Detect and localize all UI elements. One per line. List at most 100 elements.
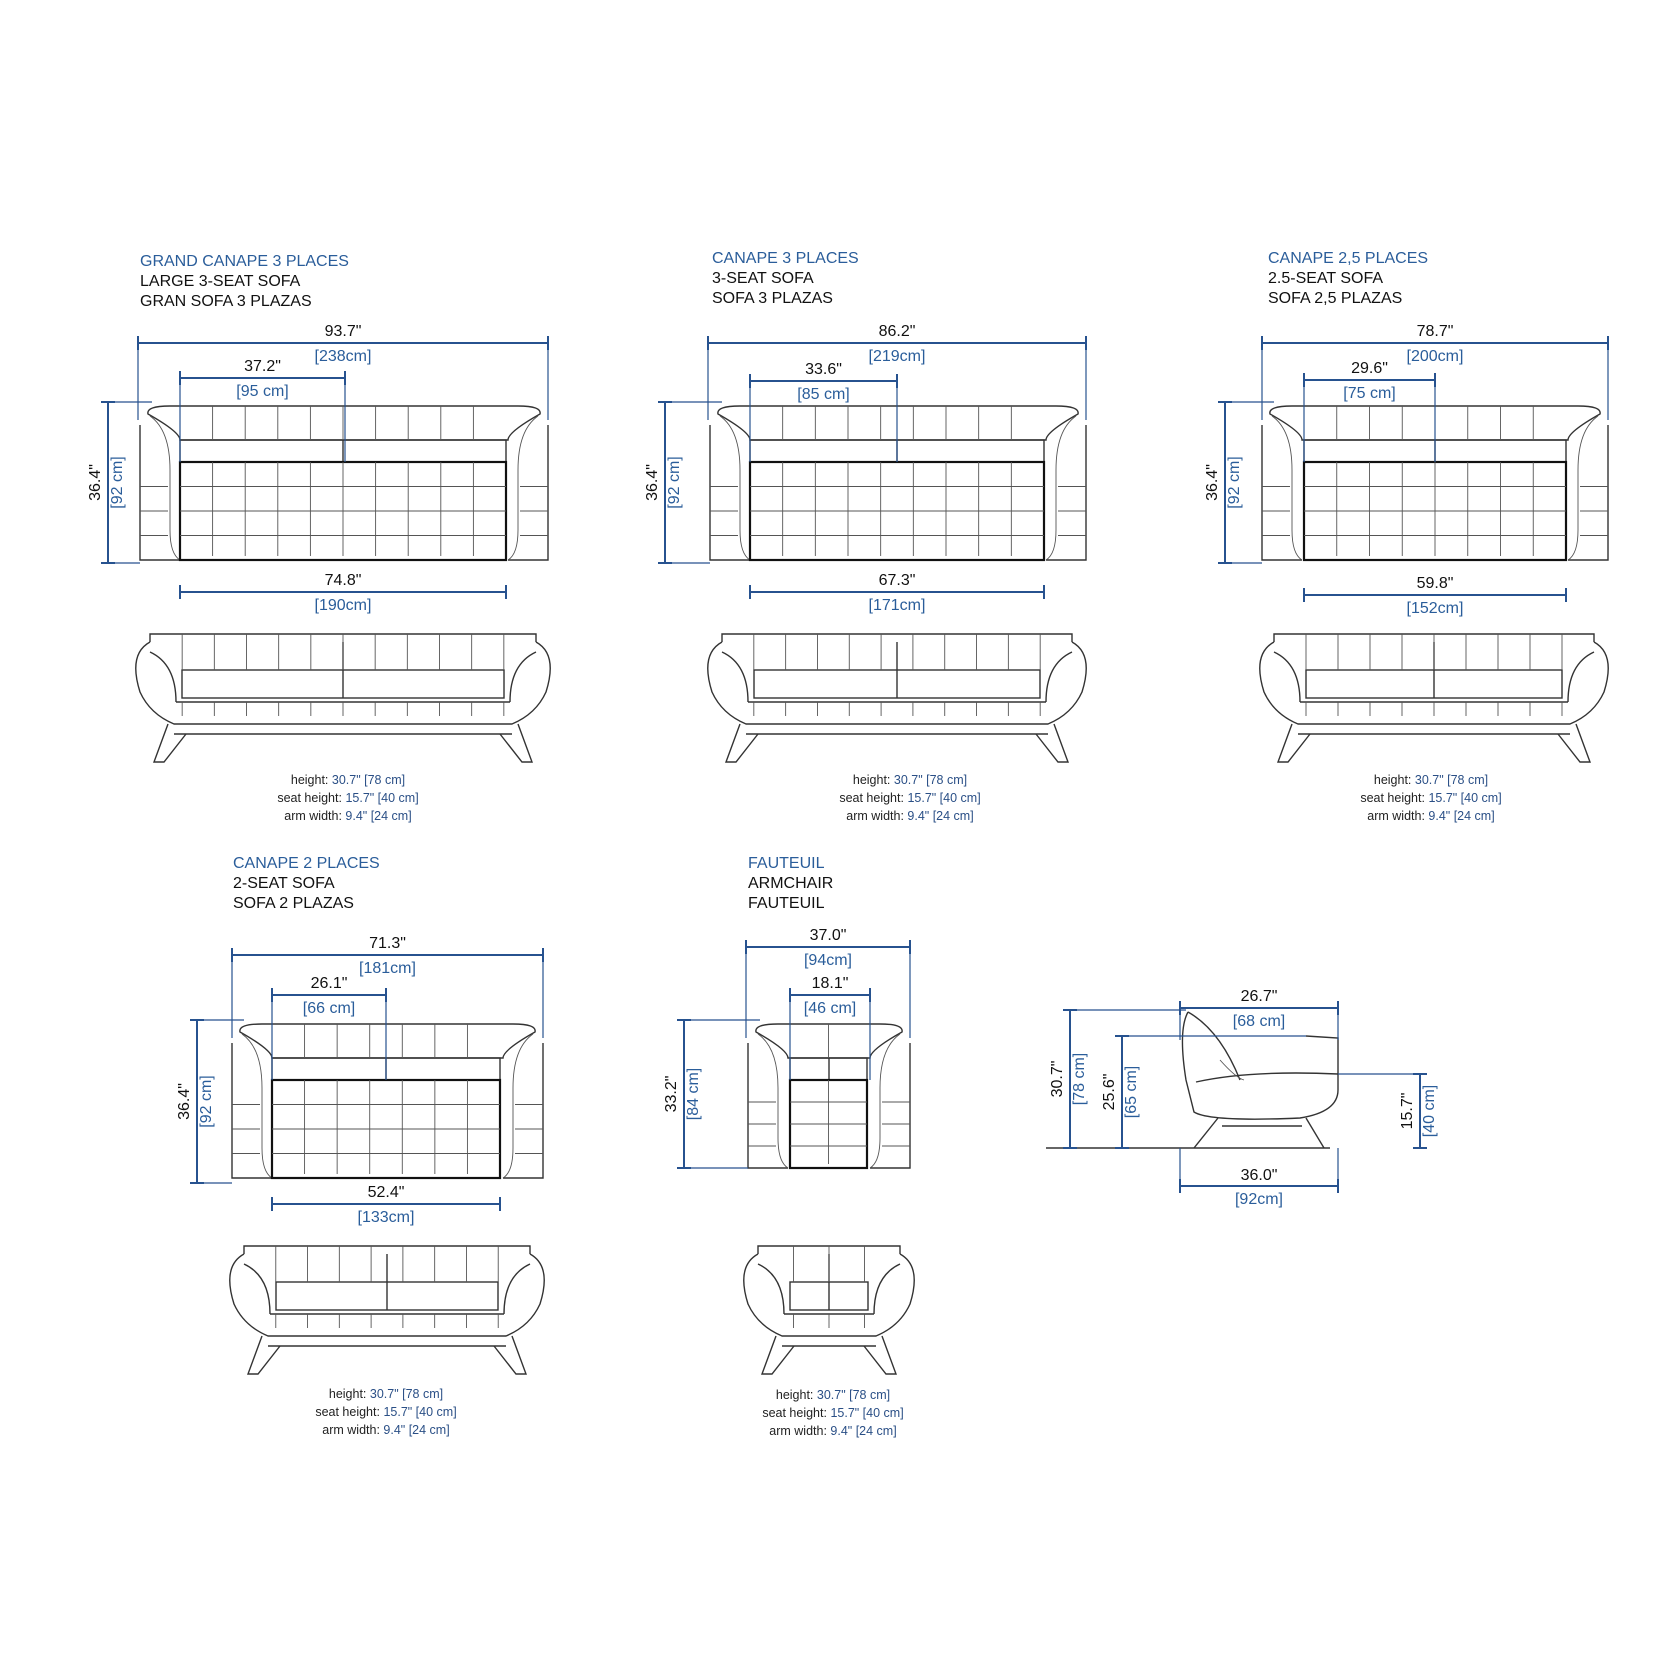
spec-label-arm-width: arm width: bbox=[284, 809, 342, 823]
arm-right bbox=[503, 1263, 531, 1315]
spec-2-seat: height: 30.7" [78 cm] seat height: 15.7"… bbox=[256, 1385, 516, 1439]
arm-right bbox=[509, 651, 537, 703]
title-en: ARMCHAIR bbox=[748, 875, 834, 892]
spec-label-seat-height: seat height: bbox=[839, 791, 904, 805]
arm-left-outline bbox=[139, 425, 180, 561]
back-rail bbox=[1269, 405, 1601, 441]
cushion-cm: [85 cm] bbox=[797, 386, 849, 403]
title-armchair: FAUTEUIL ARMCHAIR FAUTEUIL bbox=[748, 854, 833, 914]
back-rail bbox=[239, 1023, 536, 1059]
leg-right bbox=[1035, 723, 1070, 763]
cushion-cm: [46 cm] bbox=[804, 1000, 856, 1017]
spec-label-seat-height: seat height: bbox=[315, 1405, 380, 1419]
spec-label-arm-width: arm width: bbox=[846, 809, 904, 823]
title-fr: GRAND CANAPE 3 PLACES bbox=[140, 253, 349, 270]
arm-right bbox=[873, 1263, 901, 1315]
leg-back bbox=[1305, 1117, 1325, 1149]
spec-label-seat-height: seat height: bbox=[762, 1406, 827, 1420]
spec-arm-width: 9.4" [24 cm] bbox=[345, 809, 412, 823]
depth-inches: 36.4" bbox=[87, 464, 104, 501]
title-en: 3-SEAT SOFA bbox=[712, 270, 814, 287]
title-fr: FAUTEUIL bbox=[748, 855, 825, 872]
arm-left bbox=[757, 1263, 785, 1315]
seat-cm: [133cm] bbox=[358, 1209, 415, 1226]
product-drawing-large-3: 93.7"[238cm]37.2"[95 cm]36.4"[92 cm]74.8… bbox=[87, 323, 551, 763]
depth-inches: 36.4" bbox=[1204, 464, 1221, 501]
cushion-inches: 26.1" bbox=[311, 975, 348, 992]
leg-right bbox=[499, 723, 534, 763]
arm-right-outline bbox=[870, 1043, 911, 1169]
title-es: SOFA 3 PLAZAS bbox=[712, 290, 833, 307]
depth-cm: [92cm] bbox=[1235, 1191, 1283, 1208]
width-cm: [238cm] bbox=[315, 348, 372, 365]
arm-left bbox=[721, 651, 749, 703]
back-top bbox=[243, 1245, 531, 1254]
cushion-inches: 29.6" bbox=[1351, 360, 1388, 377]
depth-inches: 36.0" bbox=[1241, 1167, 1278, 1184]
body-outline bbox=[743, 1253, 915, 1337]
arm-right bbox=[1567, 651, 1595, 703]
chair-body bbox=[1181, 1011, 1339, 1120]
width-inches: 78.7" bbox=[1417, 323, 1454, 340]
spec-large-3-seat: height: 30.7" [78 cm] seat height: 15.7"… bbox=[218, 771, 478, 825]
backrest bbox=[1187, 1011, 1241, 1081]
product-drawing-2-5-seat: 78.7"[200cm]29.6"[75 cm]36.4"[92 cm]59.8… bbox=[1204, 323, 1609, 763]
body-outline bbox=[229, 1253, 545, 1337]
spec-arm-width: 9.4" [24 cm] bbox=[383, 1423, 450, 1437]
spec-label-height: height: bbox=[1373, 773, 1412, 787]
title-large-3-seat: GRAND CANAPE 3 PLACES LARGE 3-SEAT SOFA … bbox=[140, 252, 349, 312]
cushion-inches: 37.2" bbox=[244, 358, 281, 375]
width-cm: [181cm] bbox=[359, 960, 416, 977]
spec-seat-height: 15.7" [40 cm] bbox=[907, 791, 981, 805]
leg-front bbox=[1193, 1117, 1219, 1149]
title-fr: CANAPE 2,5 PLACES bbox=[1268, 250, 1429, 267]
spec-height: 30.7" [78 cm] bbox=[369, 1387, 444, 1401]
arm-left-curve bbox=[241, 1033, 273, 1179]
spec-arm-width: 9.4" [24 cm] bbox=[1428, 809, 1495, 823]
spec-label-seat-height: seat height: bbox=[1360, 791, 1425, 805]
leg-right bbox=[863, 1335, 898, 1375]
armchair-side-view: 26.7"[68 cm]30.7"[78 cm]25.6"[65 cm]15.7… bbox=[1046, 988, 1438, 1208]
title-3-seat: CANAPE 3 PLACES 3-SEAT SOFA SOFA 3 PLAZA… bbox=[712, 249, 859, 309]
arm-right-curve bbox=[1045, 415, 1077, 561]
arm-left-curve bbox=[757, 1033, 789, 1169]
title-fr: CANAPE 2 PLACES bbox=[233, 855, 380, 872]
cushion-cm: [66 cm] bbox=[303, 1000, 355, 1017]
spec-seat-height: 15.7" [40 cm] bbox=[1428, 791, 1502, 805]
spec-seat-height: 15.7" [40 cm] bbox=[383, 1405, 457, 1419]
seat-inches: 59.8" bbox=[1417, 575, 1454, 592]
seat-height-cm: [40 cm] bbox=[1421, 1085, 1438, 1137]
seat-cm: [190cm] bbox=[315, 597, 372, 614]
leg-right bbox=[493, 1335, 528, 1375]
cushion-inches: 33.6" bbox=[805, 361, 842, 378]
seat-cm: [171cm] bbox=[869, 597, 926, 614]
spec-label-arm-width: arm width: bbox=[1367, 809, 1425, 823]
back-top bbox=[721, 633, 1073, 642]
product-drawing-3-seat: 86.2"[219cm]33.6"[85 cm]36.4"[92 cm]67.3… bbox=[644, 323, 1087, 763]
top-depth-inches: 26.7" bbox=[1241, 988, 1278, 1005]
seat-height-inches: 15.7" bbox=[1399, 1093, 1416, 1130]
title-en: 2-SEAT SOFA bbox=[233, 875, 335, 892]
arm-left-outline bbox=[1261, 425, 1302, 561]
spec-arm-width: 9.4" [24 cm] bbox=[830, 1424, 897, 1438]
seat-inches: 52.4" bbox=[368, 1184, 405, 1201]
spec-height: 30.7" [78 cm] bbox=[331, 773, 406, 787]
width-cm: [219cm] bbox=[869, 348, 926, 365]
title-2-5-seat: CANAPE 2,5 PLACES 2.5-SEAT SOFA SOFA 2,5… bbox=[1268, 249, 1428, 309]
arm-left-outline bbox=[747, 1043, 788, 1169]
depth-cm: [92 cm] bbox=[666, 456, 683, 508]
arm-right-outline bbox=[508, 425, 549, 561]
leg-right bbox=[1557, 723, 1592, 763]
arm-right-outline bbox=[1568, 425, 1609, 561]
arm-left-outline bbox=[231, 1043, 272, 1179]
title-en: 2.5-SEAT SOFA bbox=[1268, 270, 1384, 287]
product-drawing-2-seat: 71.3"[181cm]26.1"[66 cm]36.4"[92 cm]52.4… bbox=[176, 935, 545, 1375]
spec-label-height: height: bbox=[852, 773, 891, 787]
top-depth-cm: [68 cm] bbox=[1233, 1013, 1285, 1030]
spec-label-arm-width: arm width: bbox=[322, 1423, 380, 1437]
cushion-cm: [75 cm] bbox=[1343, 385, 1395, 402]
arm-right-curve bbox=[869, 1033, 901, 1169]
spec-arm-width: 9.4" [24 cm] bbox=[907, 809, 974, 823]
body-outline bbox=[1259, 641, 1609, 725]
depth-cm: [92 cm] bbox=[109, 456, 126, 508]
